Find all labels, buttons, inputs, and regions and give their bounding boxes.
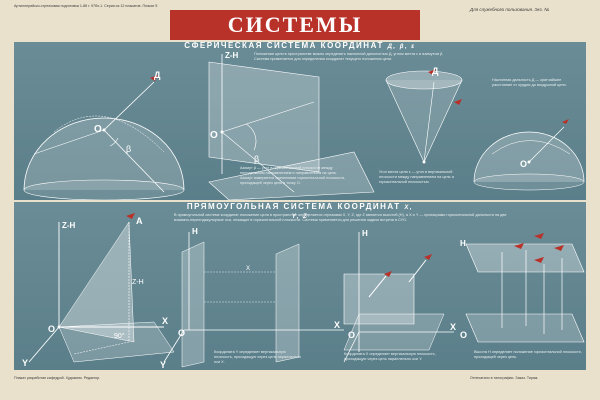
axes-triangle-diagram (28, 213, 175, 363)
label-o-3: O (520, 159, 527, 169)
label-angle: 90° (114, 332, 125, 340)
cone-diagram (385, 69, 463, 164)
label-h-1: H (192, 227, 198, 236)
page-title: СИСТЕМЫ КООРДИНАТ (170, 10, 420, 67)
caption-elevation: Угол места цели ε — угол в вертикальной … (379, 170, 454, 184)
header-left-note: Артиллерийско-стрелковая подготовка 1-88… (14, 4, 158, 8)
label-z-2: Z-H (62, 221, 76, 230)
label-y-2: Y (160, 360, 166, 370)
spherical-diagrams: O Д β Z-H O β (23, 51, 585, 200)
label-o-5: O (178, 328, 185, 338)
hemisphere-diagram (23, 75, 185, 200)
label-o-7: O (460, 330, 467, 340)
spherical-panel: СФЕРИЧЕСКАЯ СИСТЕМА КООРДИНАТ Д, β, ε По… (14, 41, 586, 200)
label-h-3: H (460, 239, 466, 248)
rectangular-diagrams: Z-H A O X Y 90° Z-H H O X Y X (22, 213, 585, 370)
label-x-1: X (162, 316, 168, 326)
label-z-1: Z-H (225, 51, 239, 60)
caption-y-coordinate: Координата Y определяет вертикальную пло… (214, 350, 301, 364)
caption-x-coordinate: Координата X определяет вертикальную пло… (344, 352, 436, 361)
cube-diagram (343, 232, 454, 363)
horizontal-planes-diagram (465, 233, 585, 343)
spherical-subtitle: СФЕРИЧЕСКАЯ СИСТЕМА КООРДИНАТ Д, β, ε (184, 41, 416, 50)
spherical-description: Положение цели в пространстве можно опре… (254, 52, 444, 61)
caption-slant-range: Наклонная дальность Д — кратчайшее расст… (492, 78, 567, 87)
footer-left-note: Плакат разработан кафедрой. Художник. Ре… (14, 376, 101, 380)
label-beta-2: β (254, 154, 259, 164)
hemisphere-right-diagram (473, 119, 585, 191)
footer-right-note: Отпечатано в типографии. Заказ. Тираж. (470, 376, 539, 380)
label-beta-1: β (126, 144, 131, 154)
caption-azimuth: Азимут β — угол в горизонтальной плоскос… (240, 166, 346, 185)
label-o-4: O (48, 324, 55, 334)
rectangular-subtitle: ПРЯМОУГОЛЬНАЯ СИСТЕМА КООРДИНАТ X, Y, Z (186, 202, 414, 220)
label-h-2: H (362, 229, 368, 238)
planes-diagram (208, 54, 375, 200)
rectangular-panel: ПРЯМОУГОЛЬНАЯ СИСТЕМА КООРДИНАТ X, Y, Z … (14, 202, 586, 370)
label-d-1: Д (154, 70, 161, 80)
label-d-cone: Д (432, 66, 439, 76)
vertical-planes-diagram (163, 232, 344, 368)
caption-height: Высота H определяет положение горизонтал… (474, 350, 582, 359)
label-o-1: O (94, 124, 102, 135)
label-a-1: A (136, 216, 143, 226)
rectangular-description: В прямоугольной системе координат положе… (174, 213, 507, 222)
label-y-1: Y (22, 358, 28, 368)
label-x-mid: X (246, 266, 250, 272)
label-o-2: O (210, 130, 218, 141)
label-x-2: X (334, 320, 340, 330)
label-zh-side: Z-H (132, 279, 144, 286)
header-right-note: Для служебного пользования. Экз. № (470, 7, 550, 12)
label-o-6: O (348, 330, 355, 340)
label-x-3: X (450, 322, 456, 332)
